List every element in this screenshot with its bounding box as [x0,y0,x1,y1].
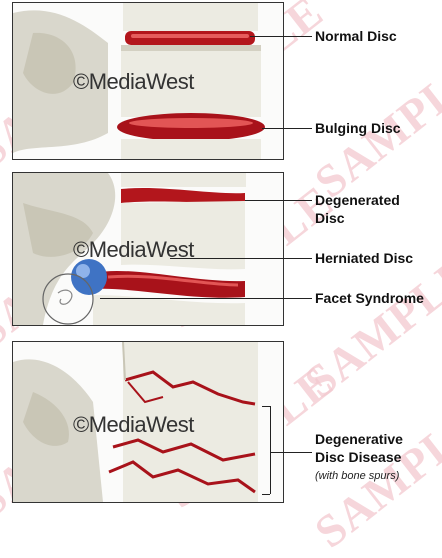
bracket-top [262,406,270,407]
vertebra [121,139,261,159]
copyright-text: ©MediaWest [73,412,194,438]
leader-line-degenerated [245,200,312,201]
herniation-bulge [71,259,107,295]
leader-line-bulging [262,128,312,129]
bracket-vertical [270,406,271,494]
panel-ddd: ©MediaWest [12,341,284,503]
label-normal-disc: Normal Disc [315,27,397,45]
copyright-text: ©MediaWest [73,69,194,95]
leader-line-herniated [170,258,312,259]
label-herniated-disc: Herniated Disc [315,249,413,267]
vertebra [123,3,258,31]
leader-line-ddd [270,452,312,453]
watermark-text: SAMPLE [295,245,442,408]
label-facet-syndrome: Facet Syndrome [315,289,424,307]
degenerated-disc [121,188,245,203]
facet-joint-circle [43,274,93,324]
label-ddd-line2: Disc Disease [315,448,401,466]
label-degenerated-line2: Disc [315,209,345,227]
label-bulging-disc: Bulging Disc [315,119,401,137]
vertebra [121,173,246,187]
vertebra [93,295,245,325]
bracket-bottom [262,494,270,495]
panel-degenerated-herniated: ©MediaWest [12,172,284,326]
label-ddd-line1: Degenerative [315,430,403,448]
label-ddd-subtitle: (with bone spurs) [315,467,399,485]
panel-normal-bulging: ©MediaWest [12,2,284,160]
leader-line-facet [100,298,312,299]
label-degenerated-line1: Degenerated [315,191,400,209]
copyright-text: ©MediaWest [73,237,194,263]
leader-line-normal [250,36,312,37]
